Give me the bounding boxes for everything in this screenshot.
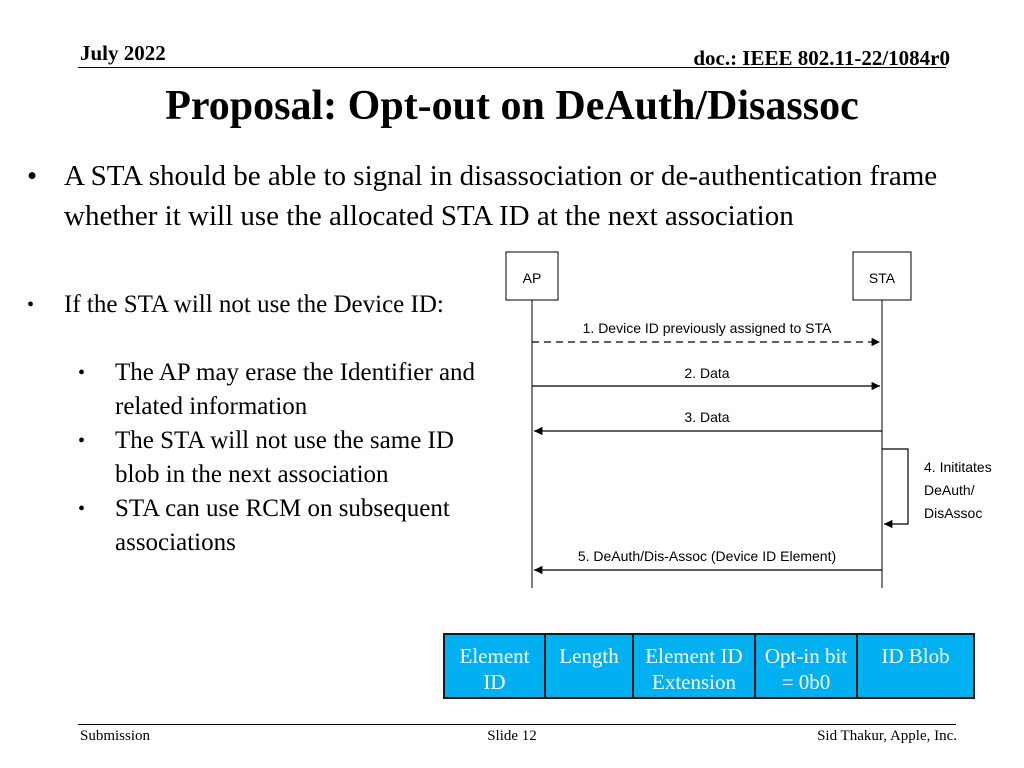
bullet-dot: • — [78, 498, 86, 520]
field-element-id: Element ID — [443, 633, 546, 699]
sub-bullet: • If the STA will not use the Device ID: — [27, 288, 457, 322]
bullet-dot: • — [27, 294, 35, 316]
message-4-label-line-1: 4. Inititates — [924, 459, 992, 475]
field-label-line-2: = 0b0 — [781, 670, 831, 694]
subsub-bullet-1: • The AP may erase the Identifier and re… — [78, 356, 478, 424]
field-label-line-2: ID — [483, 670, 506, 694]
field-length: Length — [544, 633, 634, 699]
subsub-bullet-2: • The STA will not use the same ID blob … — [78, 424, 478, 492]
message-4-self-arrow — [882, 448, 909, 529]
main-bullet: • A STA should be able to signal in disa… — [27, 156, 1002, 236]
field-label-line-1: Length — [559, 644, 619, 668]
field-id-blob: ID Blob — [856, 633, 975, 699]
sta-box — [852, 251, 912, 301]
field-label-line-1: ID Blob — [881, 644, 950, 668]
subsub-bullet-3: • STA can use RCM on subsequent associat… — [78, 492, 478, 560]
header-divider — [78, 67, 946, 68]
bullet-dot: • — [78, 430, 86, 452]
footer-submission: Submission — [80, 728, 151, 744]
sequence-diagram: AP STA 1. Device ID previously assigned … — [505, 251, 992, 588]
message-4-label-line-3: DisAssoc — [924, 505, 982, 521]
footer-author: Sid Thakur, Apple, Inc. — [817, 728, 957, 744]
subsub-bullet-text: STA can use RCM on subsequent associatio… — [115, 495, 450, 556]
header-doc-id: doc.: IEEE 802.11-22/1084r0 — [693, 46, 950, 70]
field-label-line-1: Opt-in bit — [764, 644, 848, 668]
field-label-line-2: Extension — [652, 670, 736, 694]
message-5-label: 5. DeAuth/Dis-Assoc (Device ID Element) — [578, 548, 836, 564]
message-4-label-line-2: DeAuth/ — [924, 482, 975, 498]
field-element-id-extension: Element ID Extension — [632, 633, 756, 699]
sub-bullet-text: If the STA will not use the Device ID: — [64, 291, 444, 318]
sta-label: STA — [869, 270, 896, 286]
slide-title: Proposal: Opt-out on DeAuth/Disassoc — [165, 83, 859, 129]
frame-format-table: Element ID Length Element ID Extension O… — [443, 633, 975, 703]
bullet-dot: • — [27, 160, 38, 192]
subsub-bullet-text: The STA will not use the same ID blob in… — [115, 427, 454, 488]
ap-box — [505, 251, 559, 301]
header-date: July 2022 — [80, 41, 166, 65]
bullet-dot: • — [78, 362, 86, 384]
footer-slide-number: Slide 12 — [487, 728, 537, 744]
subsub-bullet-text: The AP may erase the Identifier and rela… — [115, 359, 476, 420]
message-1-label: 1. Device ID previously assigned to STA — [583, 320, 832, 336]
ap-label: AP — [523, 270, 542, 286]
main-bullet-text: A STA should be able to signal in disass… — [64, 160, 938, 232]
field-label-line-1: Element — [459, 644, 530, 668]
field-opt-in-bit: Opt-in bit = 0b0 — [754, 633, 858, 699]
message-3-label: 3. Data — [684, 409, 729, 425]
field-label-line-1: Element ID — [645, 644, 743, 668]
message-2-label: 2. Data — [684, 365, 729, 381]
footer-divider — [78, 724, 956, 725]
